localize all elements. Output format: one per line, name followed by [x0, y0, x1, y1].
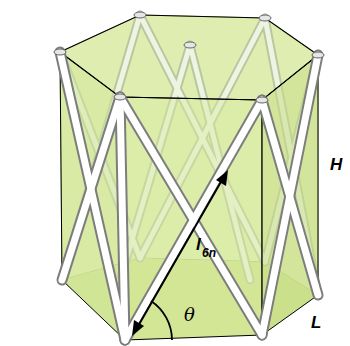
side-length-label: L	[311, 314, 321, 331]
left-face	[60, 52, 125, 340]
strut-length-label: l	[196, 236, 201, 253]
right-face	[262, 55, 318, 335]
height-label: H	[330, 156, 342, 173]
front-struts	[60, 52, 318, 340]
top-outline	[60, 15, 318, 100]
front-face	[120, 97, 262, 340]
length-arrow	[132, 170, 228, 336]
strut-length-subscript: 6n	[202, 247, 216, 259]
joint-nodes	[54, 12, 324, 103]
angle-arc	[151, 301, 172, 340]
angle-label: θ	[184, 306, 195, 324]
